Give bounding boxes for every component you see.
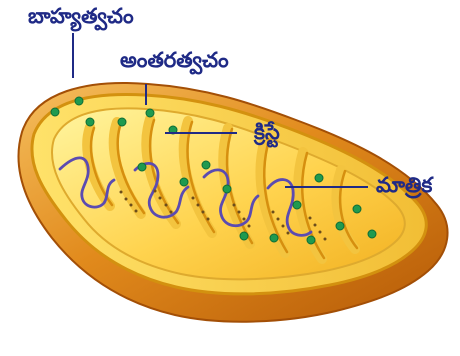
cristae-label: క్రిస్టే [254, 122, 280, 143]
outer-membrane-label: బాహ్యత్వచం [28, 6, 134, 27]
inner-membrane-label: అంతరత్వచం [120, 50, 229, 71]
matrix-label: మాత్రిక [376, 175, 432, 196]
